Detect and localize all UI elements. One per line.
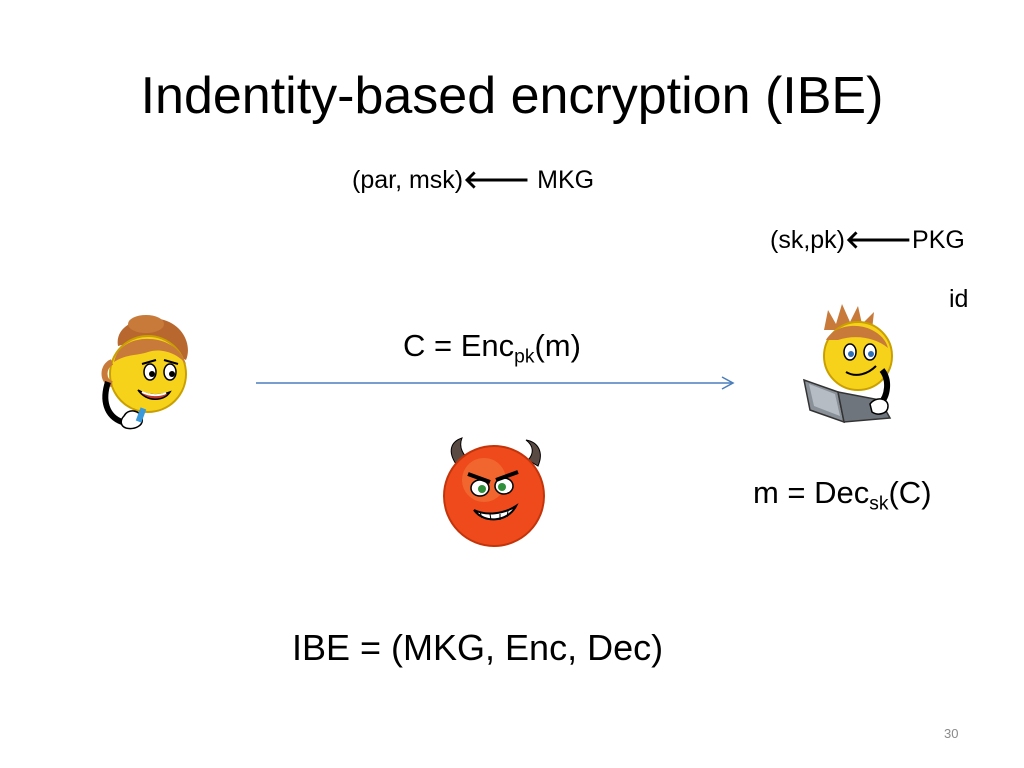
mkg-label-prefix: (par, msk) — [352, 166, 464, 194]
arrow-right-icon — [256, 376, 735, 390]
encrypt-subscript: pk — [514, 346, 535, 368]
mkg-label-suffix: MKG — [530, 166, 595, 194]
decrypt-subscript: sk — [869, 493, 889, 515]
pkg-label: (sk,pk)🡐PKG — [770, 228, 965, 253]
bob-laptop-smiley-icon — [803, 304, 893, 424]
decrypt-lhs: m = Dec — [753, 475, 870, 510]
pkg-label-suffix: PKG — [912, 226, 965, 254]
encrypt-rhs: (m) — [534, 328, 581, 363]
page-number: 30 — [944, 726, 959, 741]
left-arrow-icon: 🡐 — [463, 166, 531, 194]
encrypt-formula: C = Encpk(m) — [403, 328, 581, 367]
mkg-label: (par, msk)🡐 MKG — [352, 168, 594, 193]
devil-smiley-icon — [443, 437, 545, 547]
decrypt-formula: m = Decsk(C) — [753, 475, 932, 514]
pkg-label-prefix: (sk,pk) — [770, 226, 845, 254]
left-arrow-icon: 🡐 — [845, 226, 913, 254]
slide-title: Indentity-based encryption (IBE) — [140, 67, 884, 125]
encrypt-lhs: C = Enc — [403, 328, 515, 363]
decrypt-rhs: (C) — [888, 475, 932, 510]
alice-smiley-icon — [101, 315, 188, 430]
id-label: id — [949, 285, 969, 313]
ibe-scheme-definition: IBE = (MKG, Enc, Dec) — [292, 627, 664, 668]
